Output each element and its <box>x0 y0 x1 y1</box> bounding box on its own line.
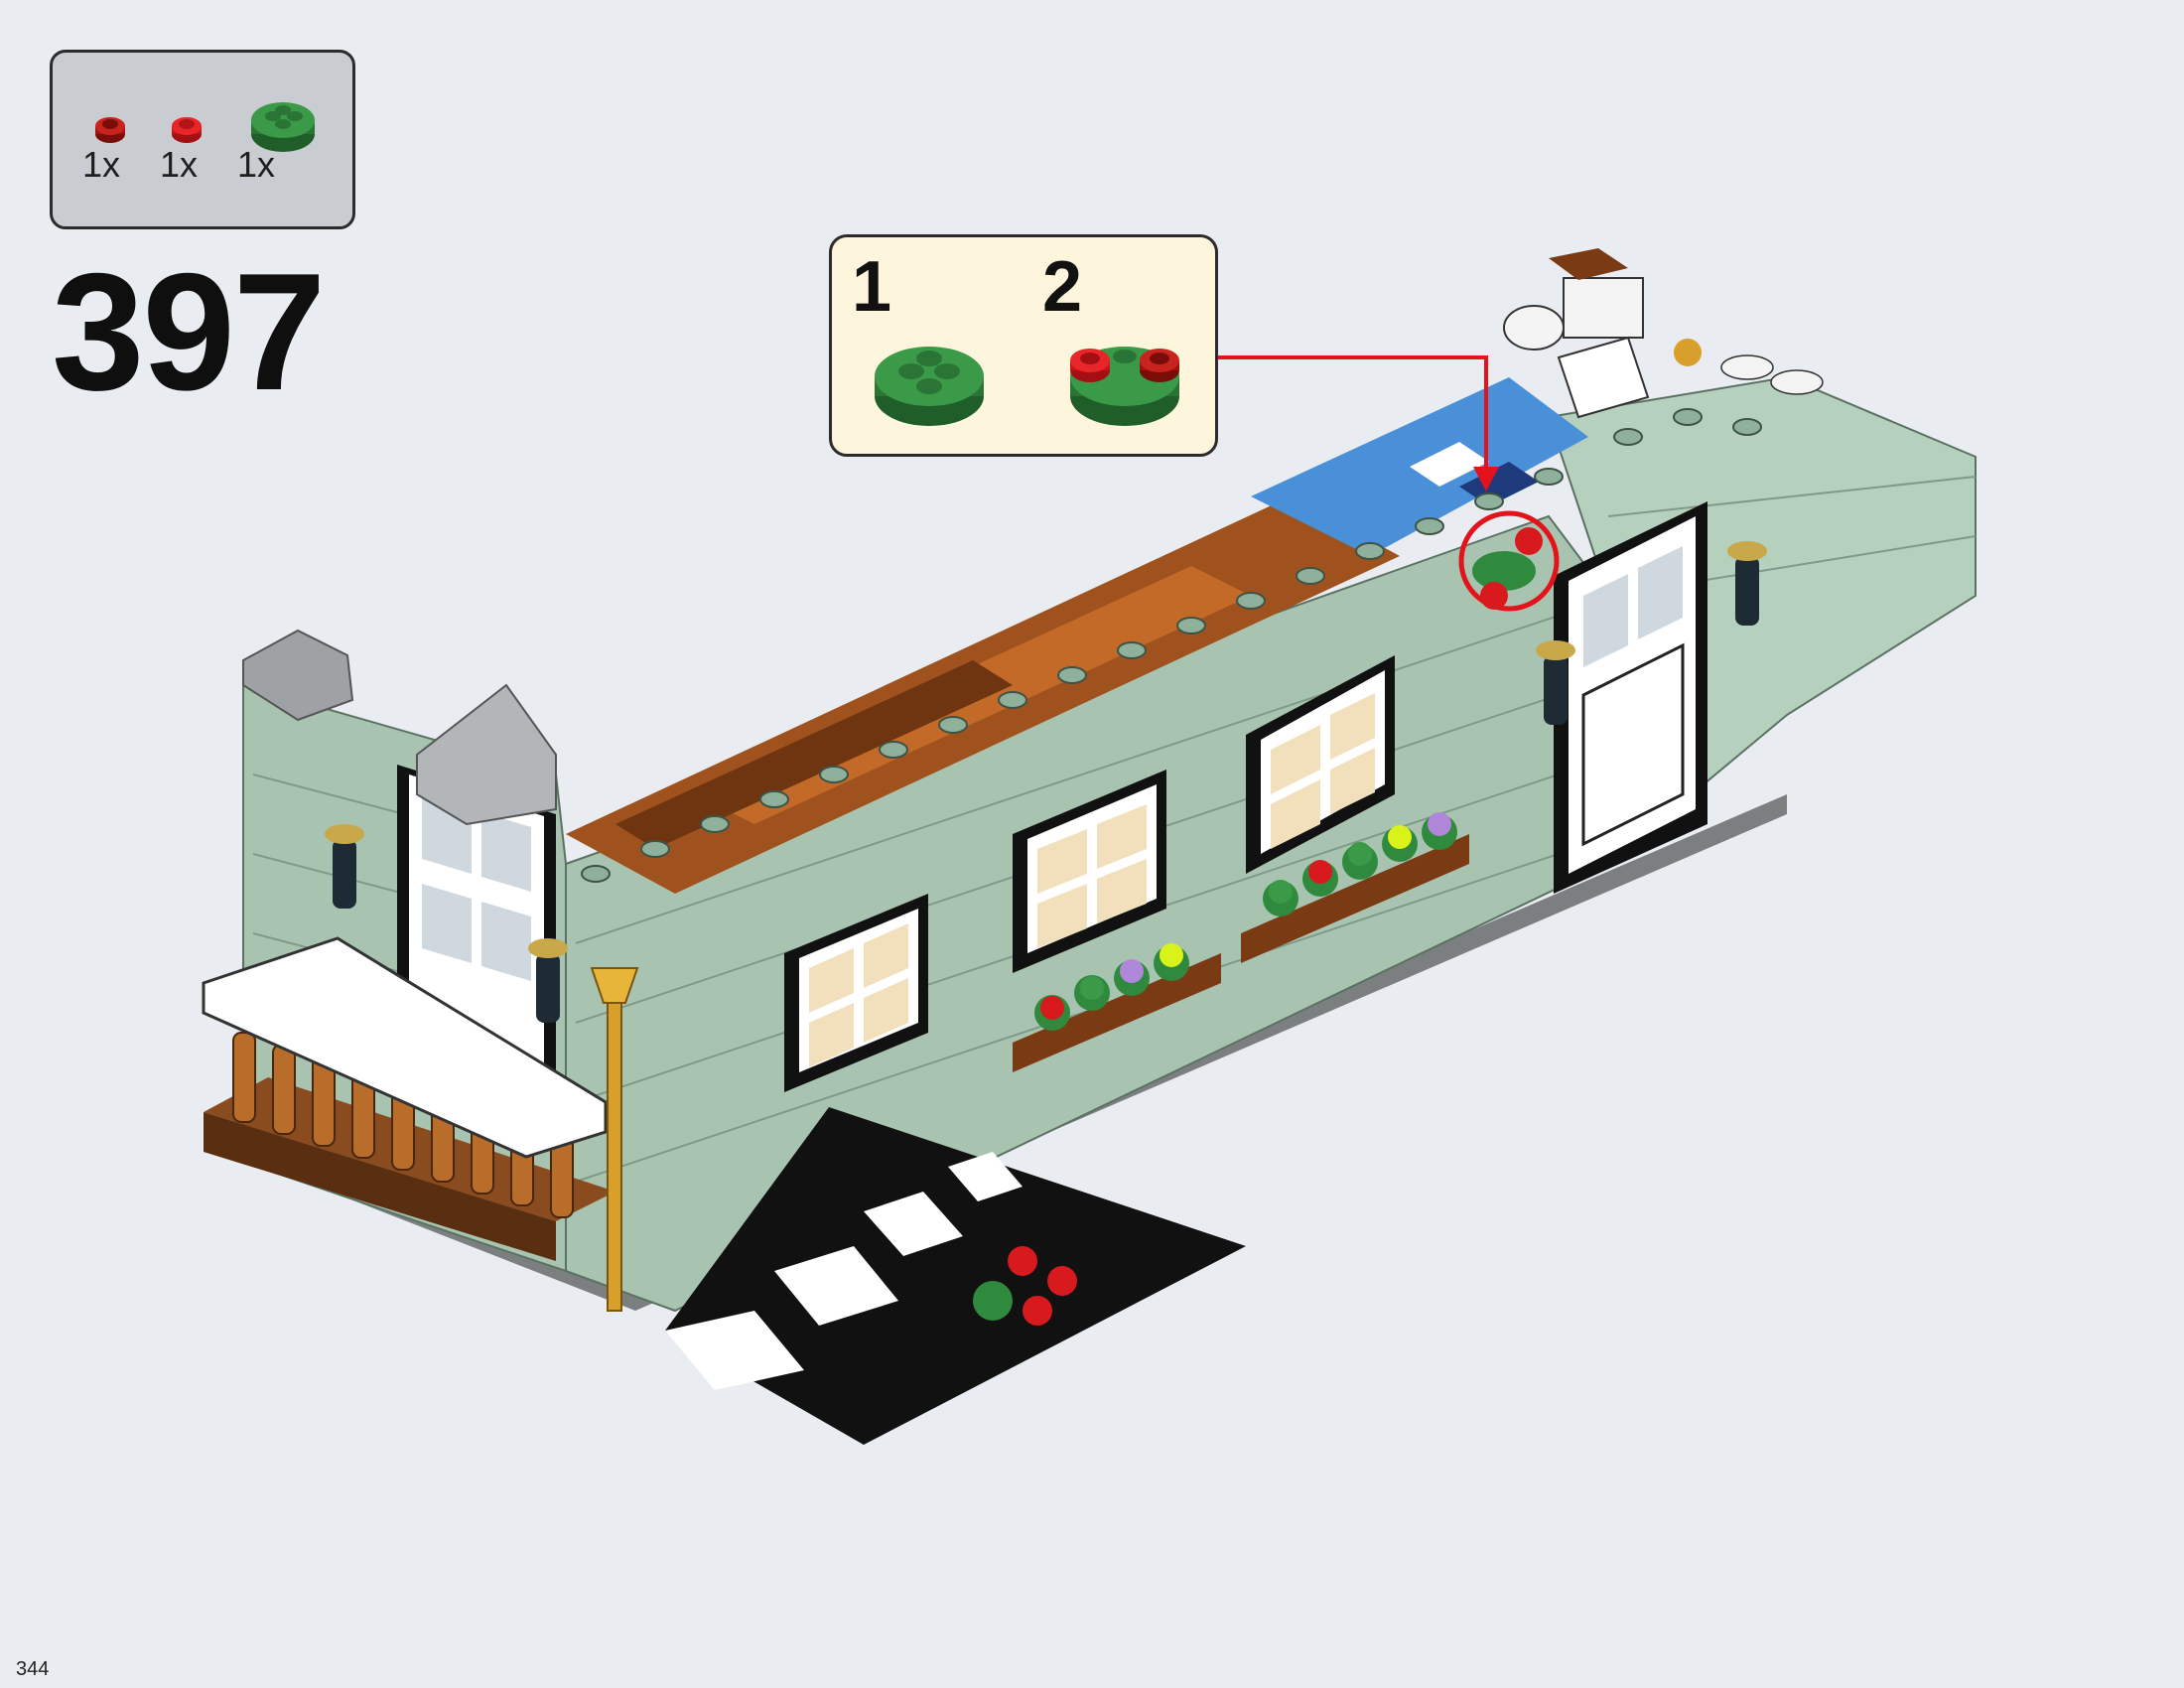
wall-lantern <box>1536 640 1575 725</box>
wall-lantern <box>528 938 568 1023</box>
grey-pyramid-tile <box>416 683 557 826</box>
sub-assembly-callout: 1 2 <box>829 234 1218 457</box>
entrance-canopy <box>665 1107 1246 1445</box>
window <box>1246 655 1395 874</box>
flower-box <box>1013 943 1221 1072</box>
wall-lantern <box>325 824 364 909</box>
part-quantity: 1x <box>160 144 199 185</box>
grey-slope-tile <box>242 629 354 722</box>
lamp-post <box>590 967 639 1312</box>
substep-number: 2 <box>1042 247 1083 327</box>
balcony <box>202 936 615 1261</box>
window <box>1013 770 1166 973</box>
checker-tile-white <box>1410 442 1489 487</box>
placed-plate-assembly <box>1458 510 1560 612</box>
wall-top-studs <box>581 408 1762 883</box>
step-number: 397 <box>52 238 326 425</box>
round-plate-2x2-green-with-red-plates-icon <box>1070 347 1179 426</box>
window <box>784 894 928 1092</box>
parts-list-callout: 1x 1x 1x <box>50 50 355 229</box>
substep-number: 1 <box>852 247 892 327</box>
part-quantity: 1x <box>237 144 276 185</box>
round-plate-2x2-green-icon <box>251 102 315 152</box>
flower-box <box>1241 812 1469 963</box>
roof-tiles-dark <box>615 660 1013 849</box>
round-plate-2x2-green-icon <box>875 347 984 426</box>
parts-icons <box>95 102 315 152</box>
door <box>1554 501 1707 894</box>
page-number: 344 <box>16 1658 50 1680</box>
rooftop-details <box>1503 248 1824 419</box>
callout-arrow <box>1217 355 1499 492</box>
part-quantity: 1x <box>82 144 121 185</box>
round-plate-1x1-red-dark-icon <box>95 117 125 143</box>
substep-parts <box>875 347 1179 426</box>
wall-lantern <box>1727 541 1767 626</box>
round-plate-1x1-red-icon <box>172 117 202 143</box>
